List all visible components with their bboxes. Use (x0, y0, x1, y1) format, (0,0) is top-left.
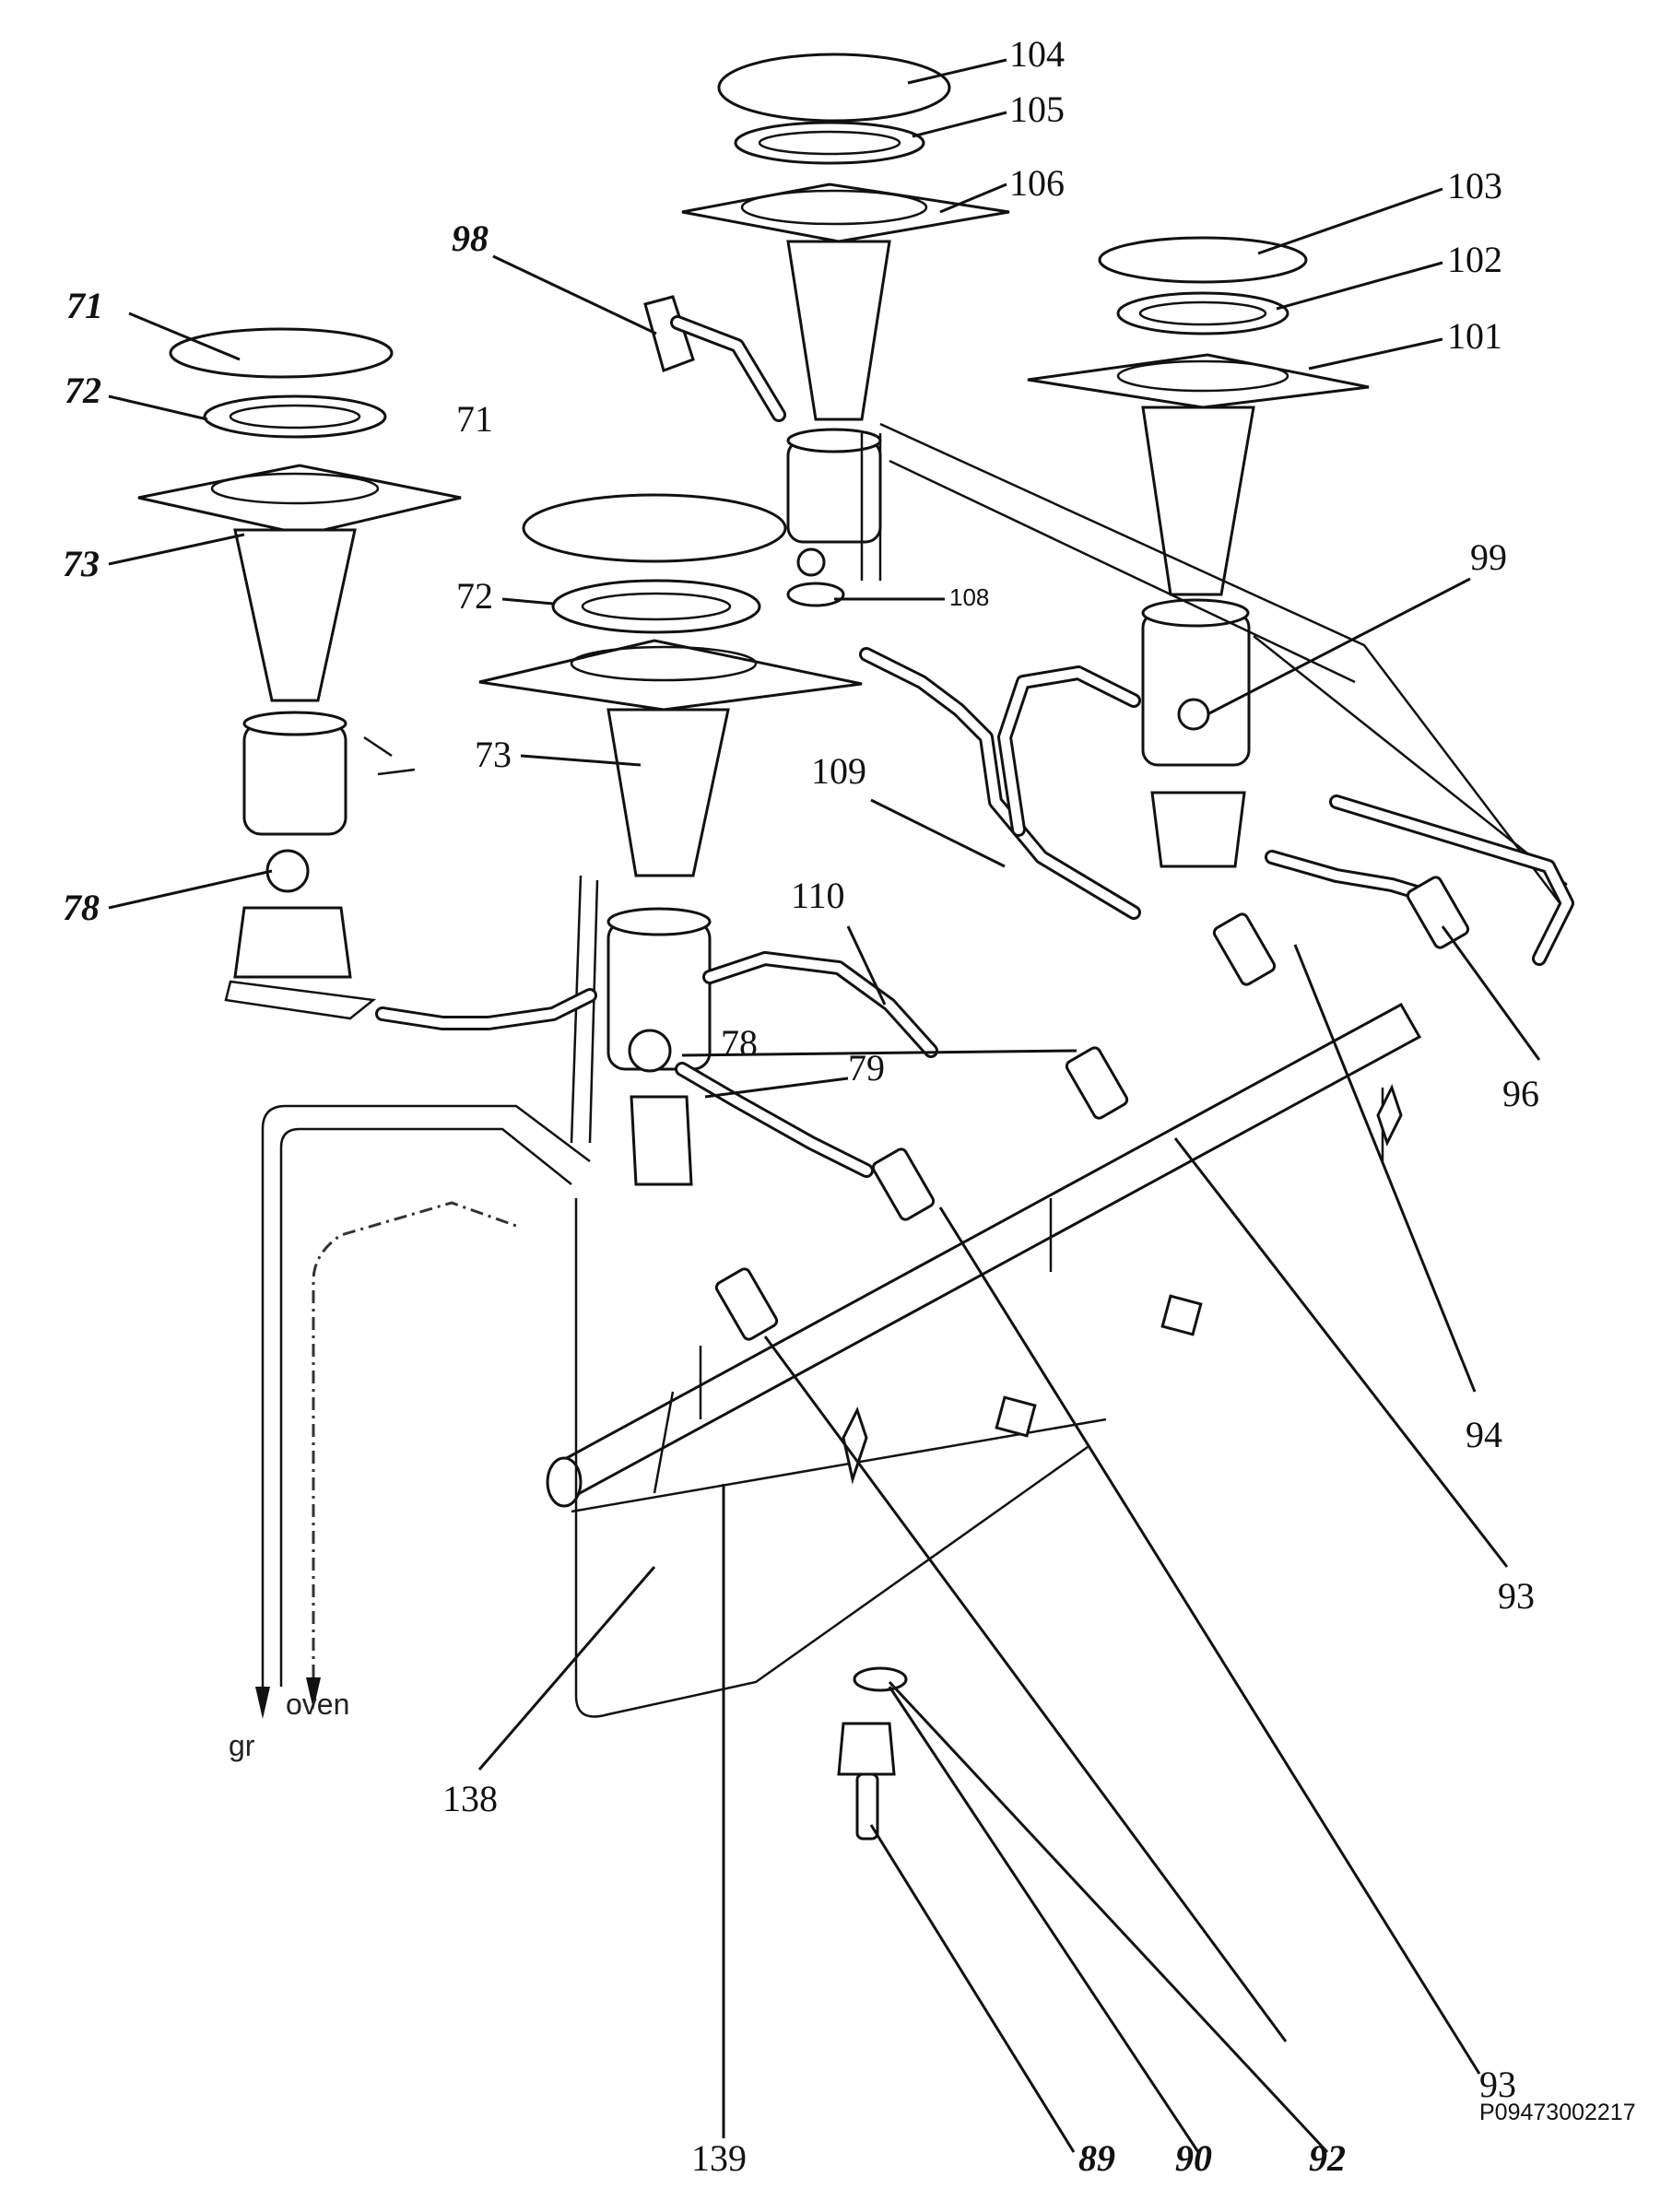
right-burner-assembly (1027, 236, 1370, 868)
label-105: 105 (1009, 88, 1065, 130)
label-90: 90 (1175, 2137, 1212, 2179)
label-grill-outlet: gr (229, 1729, 255, 1762)
label-102: 102 (1447, 239, 1502, 280)
label-72-left: 72 (65, 370, 101, 411)
label-94: 94 (1466, 1414, 1502, 1455)
label-96: 96 (1502, 1073, 1539, 1114)
label-89: 89 (1078, 2137, 1115, 2179)
label-109: 109 (811, 750, 866, 792)
centre-burner-assembly (478, 493, 863, 1186)
label-104: 104 (1009, 33, 1065, 75)
label-139: 139 (691, 2137, 747, 2179)
left-burner-assembly (137, 327, 462, 1020)
label-73-left: 73 (63, 543, 100, 584)
label-93-lower: 93 (1479, 2064, 1516, 2105)
label-101: 101 (1447, 315, 1502, 357)
label-71-centre: 71 (456, 398, 493, 440)
label-71-left: 71 (66, 285, 103, 326)
label-78-centre: 78 (721, 1022, 758, 1064)
label-93-upper: 93 (1498, 1575, 1535, 1617)
manifold-rail (546, 876, 1470, 1513)
label-103: 103 (1447, 165, 1502, 206)
label-98: 98 (452, 218, 489, 259)
leader-lines (108, 58, 1541, 2154)
label-106: 106 (1009, 162, 1065, 204)
inlet-fittings (837, 1666, 908, 1841)
frame-lines (879, 422, 1568, 913)
drawing-code: P09473002217 (1479, 2100, 1636, 2125)
label-99: 99 (1470, 536, 1507, 578)
label-108: 108 (949, 583, 989, 611)
label-73-centre: 73 (475, 734, 512, 775)
label-138: 138 (442, 1778, 498, 1819)
outlet-pipes (255, 1104, 1089, 1719)
top-burner-assembly (643, 53, 1010, 607)
label-72-centre: 72 (456, 575, 493, 617)
label-79: 79 (848, 1047, 885, 1088)
label-92: 92 (1309, 2137, 1346, 2179)
label-oven-outlet: oven (286, 1688, 349, 1721)
label-78-left: 78 (63, 887, 100, 928)
outlet-labels: gr oven (229, 1688, 349, 1762)
label-110: 110 (791, 875, 845, 916)
gas-pipes (375, 647, 1574, 1178)
part-labels: 71 72 73 78 71 72 73 78 79 98 104 105 10… (63, 33, 1539, 2179)
